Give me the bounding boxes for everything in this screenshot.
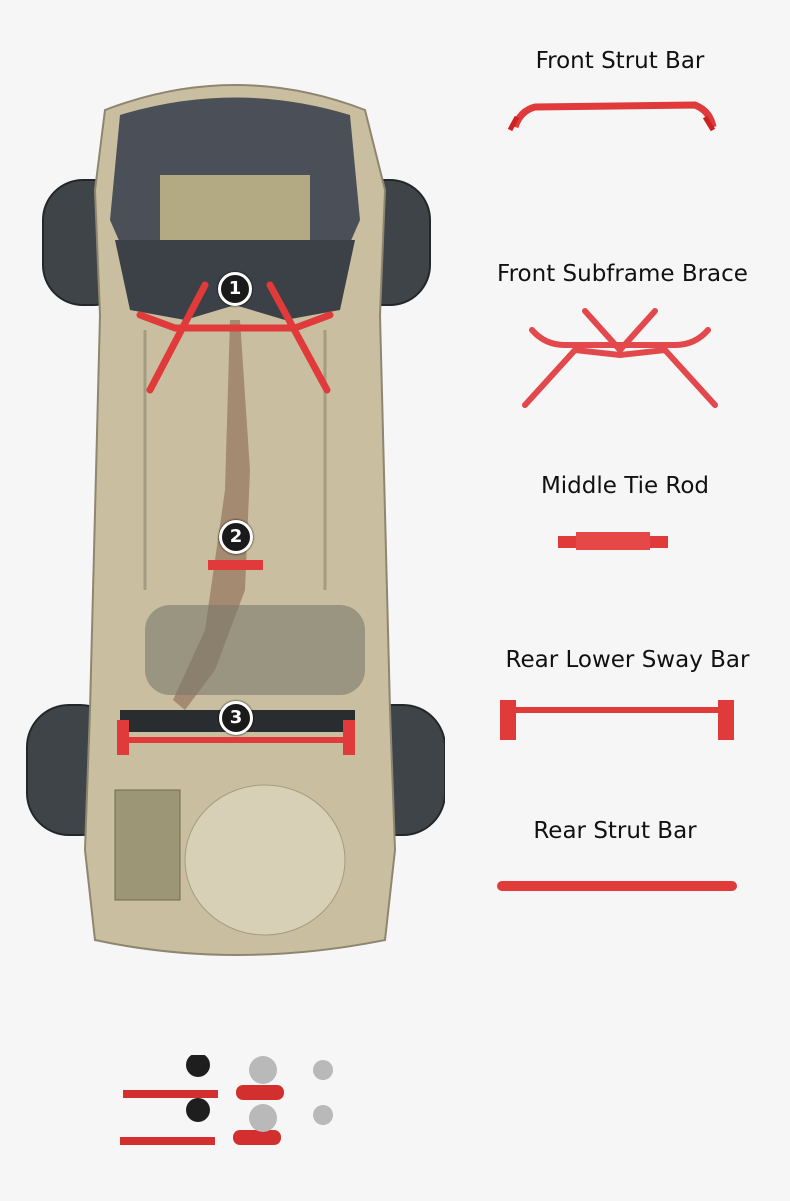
part-label-front-strut-bar: Front Strut Bar: [535, 48, 705, 74]
part-label-rear-lower-sway-bar: Rear Lower Sway Bar: [505, 647, 750, 673]
front-subframe-brace-image: [520, 305, 720, 410]
middle-tie-rod-image: [558, 530, 668, 552]
marker-2: 2: [219, 520, 253, 554]
front-strut-bar-image: [505, 95, 720, 145]
part-label-rear-strut-bar: Rear Strut Bar: [533, 818, 697, 844]
marker-1: 1: [218, 272, 252, 306]
part-label-front-subframe-brace: Front Subframe Brace: [497, 261, 748, 287]
rear-lower-sway-bar-image: [498, 695, 738, 745]
marker-3: 3: [219, 701, 253, 735]
hardware-kit-image: [118, 1053, 358, 1155]
rear-strut-bar-image: [497, 877, 737, 897]
part-label-middle-tie-rod: Middle Tie Rod: [540, 473, 710, 499]
